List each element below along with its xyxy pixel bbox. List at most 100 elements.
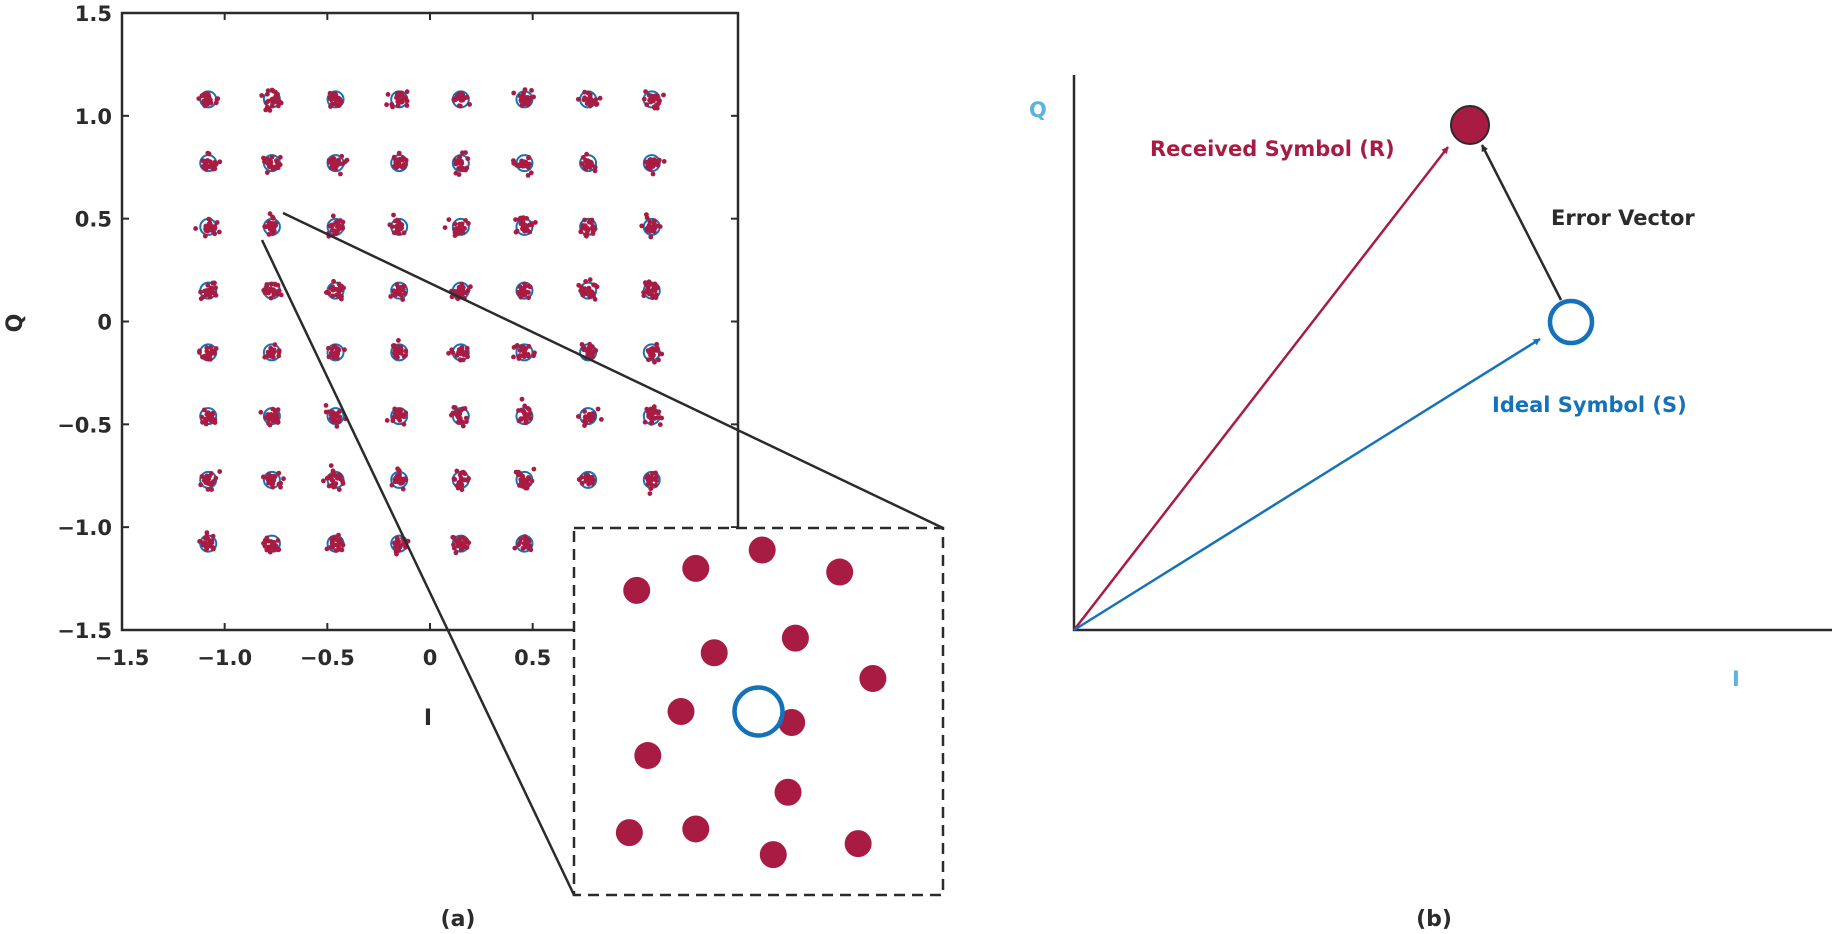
received-sample-point (204, 345, 210, 351)
received-sample-point (209, 286, 215, 292)
received-sample-point (657, 422, 663, 427)
received-sample-point (262, 537, 268, 543)
received-sample-point (587, 477, 592, 483)
received-sample-point (334, 542, 340, 548)
received-sample-point (646, 357, 651, 363)
received-sample-point (203, 421, 209, 427)
received-sample-point (272, 342, 278, 348)
zoom-inset-received-point (634, 742, 662, 770)
received-sample-point (446, 217, 452, 223)
received-sample-point (395, 536, 400, 541)
received-sample-point (449, 347, 455, 353)
received-sample-point (275, 282, 281, 288)
zoom-inset-ideal-symbol (732, 685, 785, 738)
received-sample-point (523, 420, 529, 425)
received-sample-point (398, 350, 404, 356)
received-sample-point (203, 353, 209, 359)
received-sample-point (262, 290, 268, 296)
received-sample-point (599, 417, 604, 422)
received-sample-point (587, 97, 592, 103)
y-tick-label: 0 (97, 311, 112, 335)
received-sample-point (275, 538, 281, 543)
received-sample-point (201, 407, 207, 413)
received-sample-point (395, 355, 400, 360)
received-sample-point (464, 345, 470, 351)
received-sample-point (648, 486, 654, 492)
received-sample-point (400, 297, 406, 302)
received-sample-point (193, 226, 199, 231)
received-sample-point (398, 346, 404, 352)
received-sample-point (394, 539, 400, 545)
received-sample-point (455, 485, 461, 491)
received-sample-point (268, 481, 274, 486)
received-sample-point (653, 470, 658, 476)
received-sample-point (270, 231, 276, 236)
received-sample-point (511, 354, 516, 360)
received-sample-point (583, 157, 588, 163)
received-sample-point (336, 225, 342, 231)
received-sample-point (339, 153, 345, 159)
received-sample-point (650, 171, 656, 177)
received-sample-point (397, 472, 402, 478)
received-sample-point (278, 100, 284, 106)
received-sample-point (580, 226, 585, 231)
received-sample-point (201, 91, 207, 97)
received-sample-point (261, 155, 266, 161)
received-sample-point (207, 294, 213, 300)
received-sample-point (393, 160, 399, 166)
received-sample-point (326, 483, 332, 489)
received-sample-point (270, 289, 276, 295)
received-sample-point (452, 405, 458, 410)
y-tick-label: 1.0 (75, 105, 112, 129)
received-sample-point (396, 338, 401, 343)
received-sample-point (587, 294, 593, 299)
vector-diagram-q-label: Q (1029, 98, 1047, 122)
received-sample-point (522, 536, 528, 542)
received-sample-point (522, 284, 528, 289)
received-sample-point (456, 160, 461, 166)
received-sample-point (207, 540, 213, 546)
received-sample-point (520, 92, 526, 98)
received-sample-point (465, 288, 471, 293)
received-sample-point (456, 229, 462, 234)
received-sample-point (209, 487, 215, 492)
received-sample-point (576, 477, 582, 482)
received-sample-point (273, 89, 278, 95)
received-sample-point (217, 159, 223, 165)
received-sample-point (401, 421, 407, 427)
received-sample-point (212, 280, 217, 286)
received-sample-point (652, 218, 657, 224)
received-sample-point (276, 353, 282, 359)
received-sample-point (460, 288, 466, 293)
received-sample-point (200, 419, 205, 425)
received-sample-point (329, 477, 335, 483)
received-sample-point (199, 474, 205, 479)
received-sample-point (511, 90, 517, 96)
received-sample-point (458, 477, 464, 483)
received-sample-point (337, 537, 343, 542)
received-sample-point (653, 295, 659, 301)
received-sample-point (584, 101, 590, 106)
received-sample-point (337, 287, 343, 293)
received-sample-point (522, 403, 528, 409)
received-sample-point (645, 477, 651, 483)
received-sample-point (389, 482, 395, 488)
received-sample-point (264, 547, 270, 553)
received-sample-point (466, 221, 471, 226)
received-sample-point (275, 165, 281, 171)
received-sample-point (459, 222, 465, 228)
received-sample-point (393, 475, 399, 481)
received-sample-point (391, 343, 397, 348)
received-sample-point (451, 545, 457, 551)
received-sample-point (647, 97, 652, 103)
received-sample-point (649, 93, 655, 99)
received-sample-point (468, 284, 473, 290)
received-sample-point (205, 487, 211, 492)
received-sample-point (464, 94, 470, 100)
received-sample-point (575, 96, 581, 102)
received-sample-point (395, 222, 401, 228)
received-sample-point (451, 535, 457, 541)
received-sample-point (389, 224, 395, 230)
received-sample-point (271, 216, 276, 221)
